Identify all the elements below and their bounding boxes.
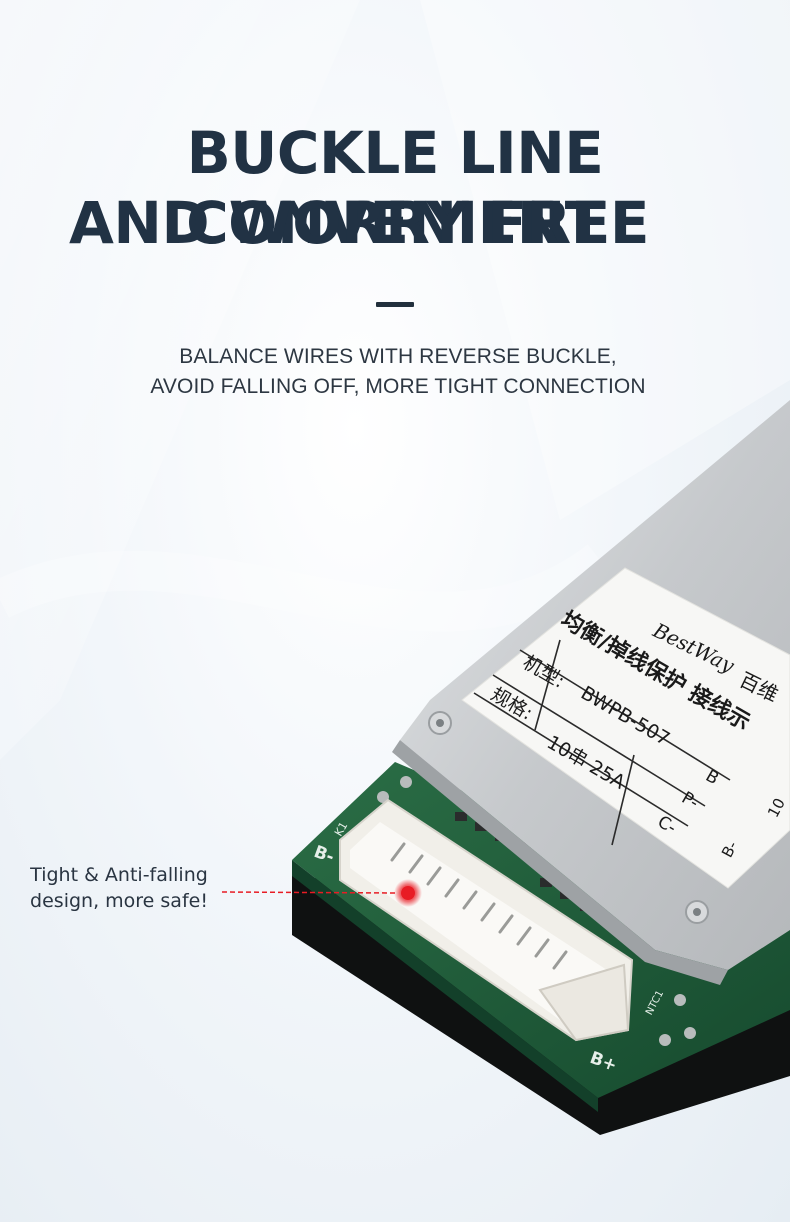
balance-connector: [339, 798, 634, 1042]
subtitle-line-1: BALANCE WIRES WITH REVERSE BUCKLE,: [179, 345, 617, 368]
callout-line-1: Tight & Anti-falling: [30, 864, 208, 886]
spec-label: [461, 567, 790, 889]
callout-line-2: design, more safe!: [30, 890, 208, 912]
headline-line-1: BUCKLE LINE CONVENIENT: [186, 119, 604, 257]
subtitle-line-2: AVOID FALLING OFF, MORE TIGHT CONNECTION: [150, 375, 646, 398]
headline-line-2: AND WORRY FREE: [69, 189, 649, 257]
callout-text: Tight & Anti-falling design, more safe!: [14, 862, 224, 914]
callout-marker: [221, 879, 422, 907]
title-divider: [376, 302, 414, 307]
